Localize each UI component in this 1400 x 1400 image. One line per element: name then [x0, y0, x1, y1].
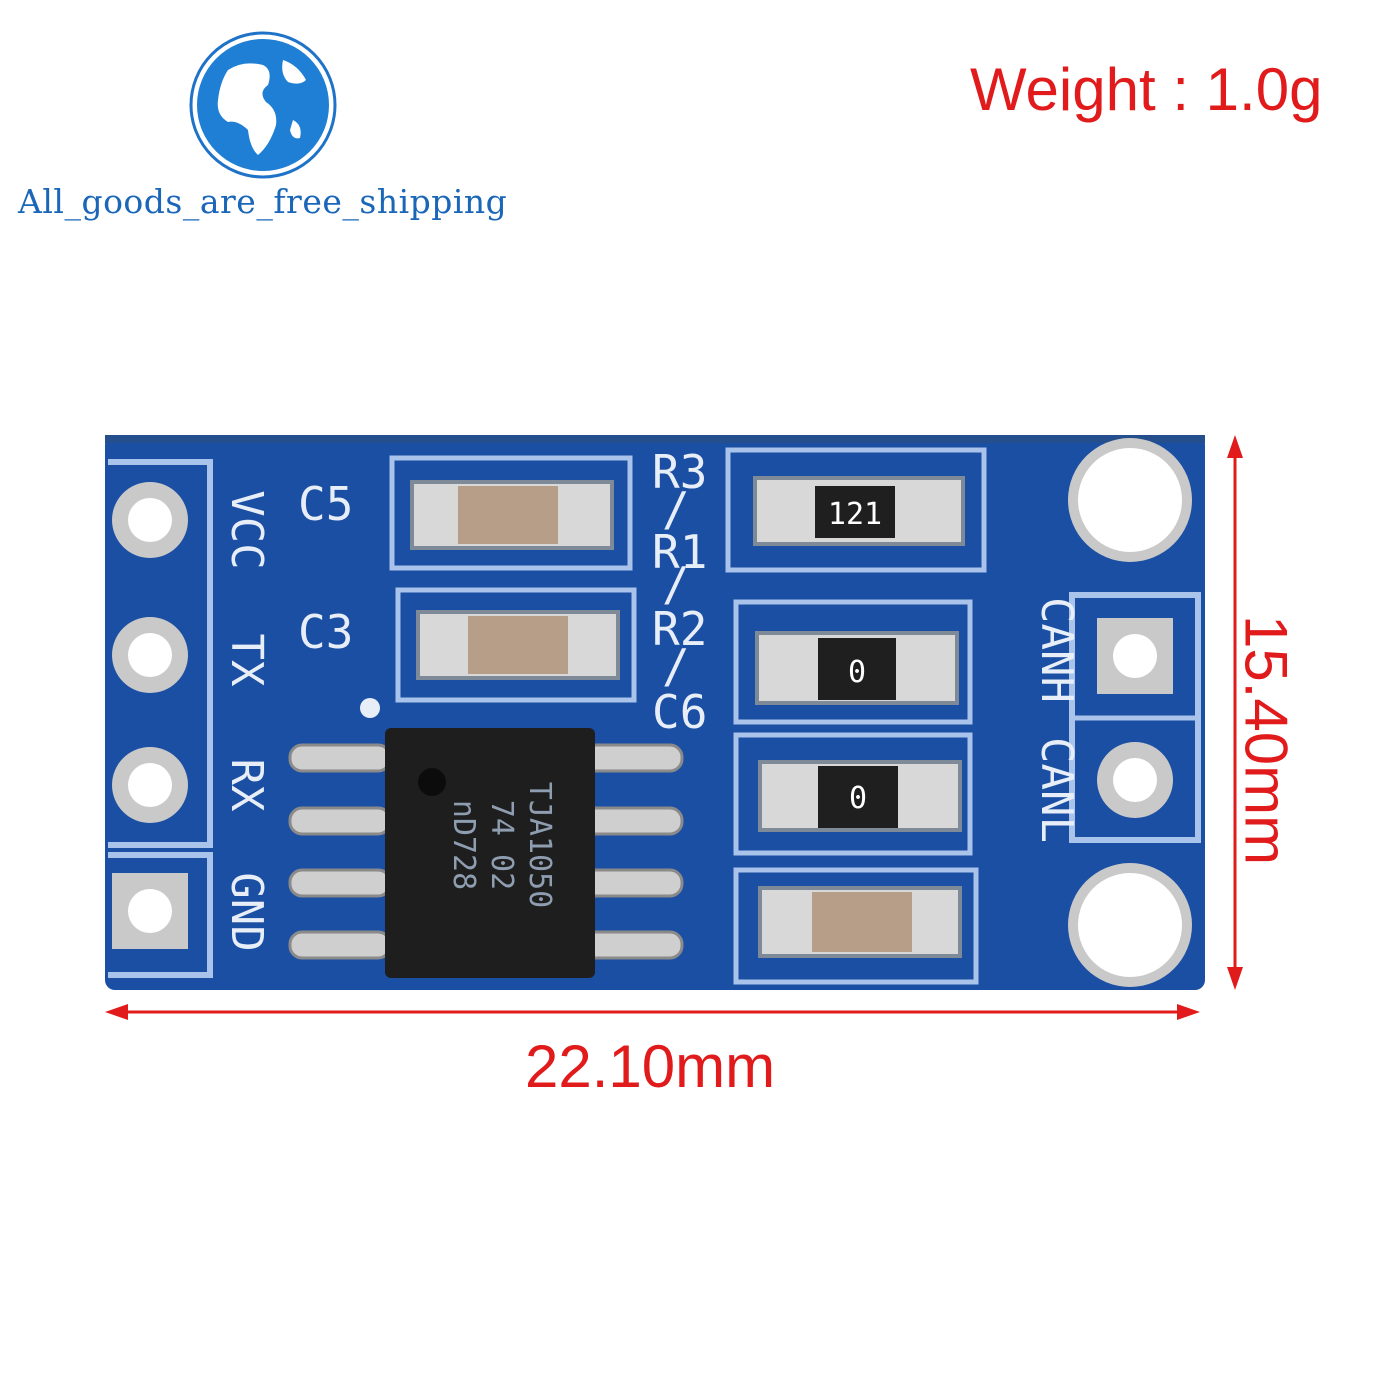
right-pin-canh-pad — [1097, 618, 1173, 694]
capacitor-c5 — [410, 480, 614, 550]
label-r2: R2 — [652, 602, 707, 656]
height-dimension: 15.40mm — [1232, 614, 1300, 866]
pin-label-vcc: VCC — [221, 490, 272, 569]
width-dimension-arrow — [105, 1004, 1200, 1020]
pin-label-gnd: GND — [221, 872, 272, 951]
label-c6: C6 — [652, 685, 707, 739]
store-name: All_goods_are_free_shipping — [18, 182, 508, 221]
chip-line-3: nD728 — [446, 800, 481, 890]
resistor-code-0-top: 0 — [848, 655, 866, 690]
label-r1: R1 — [652, 525, 707, 579]
chip-line-1: TJA1050 — [522, 782, 557, 908]
pin-label-rx: RX — [221, 759, 272, 812]
ic-tja1050: TJA1050 74 02 nD728 — [385, 728, 595, 978]
label-c3: C3 — [298, 605, 353, 659]
label-slash-2: / — [662, 557, 690, 611]
pin-label-canl: CANL — [1031, 737, 1082, 843]
resistor-code-0-mid: 0 — [849, 781, 867, 816]
right-pin-canl-pad — [1097, 742, 1173, 818]
resistor-0-top: 0 — [755, 631, 959, 705]
weight-label: Weight : 1.0g — [970, 56, 1323, 123]
globe-icon — [189, 31, 337, 179]
width-dimension: 22.10mm — [525, 1033, 776, 1100]
label-c5: C5 — [298, 477, 353, 531]
capacitor-c6 — [758, 886, 962, 958]
mounting-hole-top — [1068, 438, 1192, 562]
left-pin-rx-pad — [112, 747, 188, 823]
resistor-0-mid: 0 — [758, 760, 962, 832]
left-pin-gnd-pad — [112, 873, 188, 949]
chip-line-2: 74 02 — [484, 800, 519, 890]
height-dimension-arrow — [1227, 435, 1243, 990]
label-r3: R3 — [652, 445, 707, 499]
label-slash-1: / — [662, 482, 690, 536]
mounting-hole-bottom — [1068, 863, 1192, 987]
pin-label-canh: CANH — [1031, 597, 1082, 703]
capacitor-c3 — [416, 610, 620, 680]
resistor-code-121: 121 — [828, 497, 882, 532]
left-pin-tx-pad — [112, 617, 188, 693]
resistor-121: 121 — [753, 476, 965, 546]
label-slash-3: / — [662, 639, 690, 693]
left-pin-vcc-pad — [112, 482, 188, 558]
pin-label-tx: TX — [221, 634, 272, 687]
